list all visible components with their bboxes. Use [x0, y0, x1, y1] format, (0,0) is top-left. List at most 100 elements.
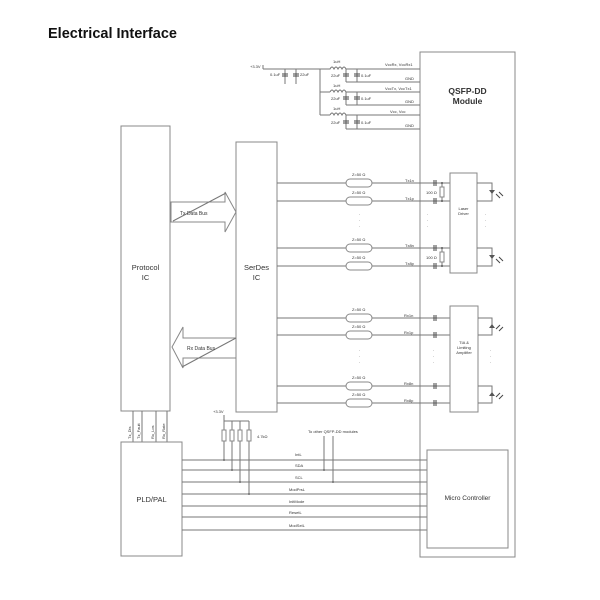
rx-line-label: Rx1n: [404, 313, 413, 318]
power-rail-1: 1uH VccRx, VccRx1 22uF 0.1uF GND: [320, 59, 420, 83]
rx-data-bus-label: Rx Data Bus: [187, 346, 216, 352]
micro-controller-block: Micro Controller: [426, 449, 509, 549]
termination-label: 100 Ω: [426, 190, 437, 195]
other-modules-note: To other QSFP-DD modules: [308, 429, 358, 434]
tx-data-bus-arrow: Tx Data Bus: [170, 191, 237, 233]
ellipsis: ·: [427, 218, 428, 223]
tia-section: · · · TIA & Limiting Amplifier · · ·: [420, 305, 504, 413]
tx-line-label: Tx8n: [405, 243, 414, 248]
mgmt-line-sda: SDA: [182, 463, 455, 471]
impedance-label: Z=50 Ω: [352, 324, 365, 329]
rx-line-label: Rx8p: [404, 398, 414, 403]
tx-lines: Z=50 Ω Tx1n Z=50 Ω Tx1p · · · Z=50 Ω Tx8…: [277, 172, 420, 271]
input-cap-1-label: 0.1uF: [270, 72, 281, 77]
ellipsis: ·: [490, 354, 491, 359]
impedance-label: Z=50 Ω: [352, 307, 365, 312]
power-filter-section: +3.3V 0.1uF 22uF 1uH VccRx, VccRx1 22uF …: [250, 59, 420, 130]
page-title: Electrical Interface: [48, 26, 177, 42]
pullup-network: +3.3V 4.7kΩ: [213, 409, 268, 495]
mgmt-line-scl: SCL: [182, 475, 455, 483]
protocol-ic-block: Protocol IC: [120, 125, 171, 412]
mgmt-line-resetl: ResetL: [182, 510, 455, 518]
impedance-label: Z=50 Ω: [352, 190, 365, 195]
rx-line-label: Rx8n: [404, 381, 413, 386]
laser-driver-label-2: Driver: [458, 211, 469, 216]
ellipsis: ·: [490, 348, 491, 353]
ellipsis: ·: [490, 360, 491, 365]
tia-label-1: TIA &: [459, 340, 469, 345]
mgmt-signal-label: SCL: [295, 475, 304, 480]
mgmt-line-modsell: ModSelL: [182, 523, 455, 531]
mgmt-signal-label: ResetL: [289, 510, 302, 515]
mgmt-signal-label: IntL: [295, 452, 302, 457]
pullup-value-label: 4.7kΩ: [257, 434, 268, 439]
input-cap-2-label: 22uF: [300, 72, 310, 77]
inductor-label-2: 1uH: [333, 83, 340, 88]
ellipsis: ·: [485, 224, 486, 229]
control-signal-label: Tx_Dis: [127, 427, 132, 439]
power-rail-3: 1uH Vcc, Vcc 22uF 0.1uF GND: [329, 106, 420, 130]
pullup-supply-label: +3.3V: [213, 409, 224, 414]
impedance-label: Z=50 Ω: [352, 392, 365, 397]
tx-line-label: Tx1p: [405, 196, 415, 201]
control-signal-label: Rx_Rate: [161, 423, 166, 439]
rail-2-label: VccTx, VccTx1: [385, 86, 412, 91]
mgmt-line-modprsl: ModPrsL: [182, 487, 455, 495]
management-bus: IntL SDA SCL ModPrsL InitMode ResetL Mod…: [182, 452, 455, 531]
rx-line-8p: Z=50 Ω Rx8p: [277, 392, 420, 408]
ellipsis: ·: [359, 212, 360, 217]
impedance-label: Z=50 Ω: [352, 172, 365, 177]
laser-driver-label-1: Laser: [458, 206, 469, 211]
qsfp-module-label-1: QSFP-DD: [448, 86, 486, 96]
other-modules-branch: To other QSFP-DD modules: [308, 429, 358, 483]
impedance-label: Z=50 Ω: [352, 237, 365, 242]
ellipsis: ·: [359, 224, 360, 229]
impedance-label: Z=50 Ω: [352, 255, 365, 260]
rail-1-cap-2: 0.1uF: [361, 73, 372, 78]
ellipsis: ·: [427, 212, 428, 217]
serdes-ic-label-2: IC: [253, 273, 261, 282]
rail-3-label: Vcc, Vcc: [390, 109, 406, 114]
tx-line-label: Tx8p: [405, 261, 415, 266]
rail-3-cap-2: 0.1uF: [361, 120, 372, 125]
rail-2-cap-1: 22uF: [331, 96, 341, 101]
tx-line-8p: Z=50 Ω Tx8p: [277, 255, 420, 271]
inductor-label-3: 1uH: [333, 106, 340, 111]
tx-line-8n: Z=50 Ω Tx8n: [277, 237, 420, 253]
rx-lines: Z=50 Ω Rx1n Z=50 Ω Rx1p · · · Z=50 Ω Rx8…: [277, 307, 420, 408]
ellipsis: ·: [359, 354, 360, 359]
laser-diode-icon: [477, 247, 504, 267]
tx-line-1n: Z=50 Ω Tx1n: [277, 172, 420, 188]
power-rail-2: 1uH VccTx, VccTx1 22uF 0.1uF GND: [329, 83, 420, 106]
ellipsis: ·: [485, 218, 486, 223]
ellipsis: ·: [433, 348, 434, 353]
laser-diode-icon: [477, 182, 504, 202]
rail-2-gnd: GND: [405, 99, 414, 104]
ellipsis: ·: [433, 360, 434, 365]
tia-label-2: Limiting: [457, 345, 471, 350]
protocol-ic-label-2: IC: [142, 273, 150, 282]
photodiode-icon: [478, 385, 504, 404]
ellipsis: ·: [359, 218, 360, 223]
rx-line-8n: Z=50 Ω Rx8n: [277, 375, 420, 391]
tx-data-bus-label: Tx Data Bus: [180, 211, 208, 217]
serdes-ic-block: SerDes IC: [235, 141, 278, 413]
impedance-label: Z=50 Ω: [352, 375, 365, 380]
mgmt-line-intl: IntL: [182, 452, 455, 461]
ellipsis: ·: [485, 212, 486, 217]
laser-driver-section: 100 Ω 100 Ω · · · Laser Driver · · ·: [420, 172, 504, 274]
ellipsis: ·: [359, 348, 360, 353]
mgmt-line-initmode: InitMode: [182, 499, 455, 507]
control-signals: Tx_Dis Tx_Fault Rx_Los Rx_Rate: [127, 411, 168, 442]
ellipsis: ·: [433, 354, 434, 359]
rail-1-cap-1: 22uF: [331, 73, 341, 78]
supply-label: +3.3V: [250, 64, 261, 69]
rx-line-1p: Z=50 Ω Rx1p: [277, 324, 420, 340]
control-signal-label: Tx_Fault: [136, 423, 141, 439]
control-signal-label: Rx_Los: [150, 425, 155, 439]
ellipsis: ·: [359, 360, 360, 365]
rail-1-gnd: GND: [405, 76, 414, 81]
tx-line-label: Tx1n: [405, 178, 414, 183]
qsfp-module-label-2: Module: [453, 96, 483, 106]
